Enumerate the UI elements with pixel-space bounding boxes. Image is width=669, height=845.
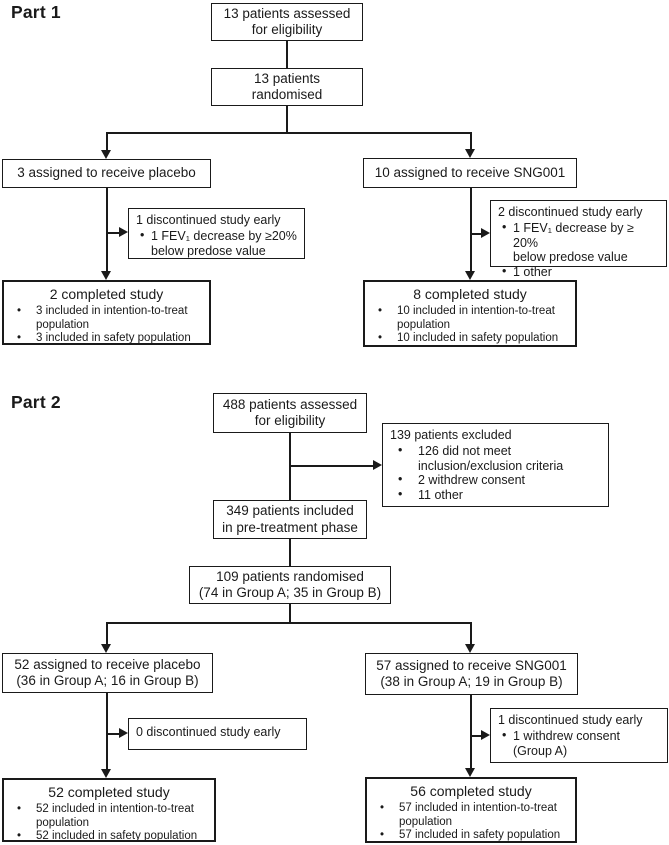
part2-placebo-completed-box: 52 completed study 52 included in intent… xyxy=(2,778,216,844)
discontinued-reason: 1 other xyxy=(497,264,660,280)
part1-sng-completed-box: 8 completed study 10 included in intenti… xyxy=(363,280,577,347)
part2-label: Part 2 xyxy=(11,392,61,412)
completed-detail: 52 included in intention-to-treat popula… xyxy=(8,803,210,831)
discontinued-title: 1 discontinued study early xyxy=(136,213,281,227)
connector-line xyxy=(289,604,291,623)
completed-title: 56 completed study xyxy=(410,783,532,799)
excluded-reason: 11 other xyxy=(389,487,602,503)
completed-detail: 3 included in intention-to-treat populat… xyxy=(8,305,205,333)
arrowhead-right xyxy=(481,730,490,740)
arrowhead-right xyxy=(119,227,128,237)
discontinued-reason: 1 FEV₁ decrease by ≥ 20% below predose v… xyxy=(497,220,660,265)
connector-line xyxy=(107,733,120,735)
discontinued-title: 2 discontinued study early xyxy=(498,205,643,219)
part2-sng-completed-box: 56 completed study 57 included in intent… xyxy=(365,777,577,843)
connector-line xyxy=(470,132,472,150)
part2-excluded-box: 139 patients excluded 126 did not meet i… xyxy=(382,423,609,507)
part2-placebo-discontinued-box: 0 discontinued study early xyxy=(128,718,307,750)
part1-sng-assigned-box: 10 assigned to receive SNG001 xyxy=(363,158,577,188)
connector-line xyxy=(106,132,471,134)
arrowhead-down xyxy=(465,271,475,280)
connector-line xyxy=(289,433,291,500)
discontinued-reason: 1 FEV₁ decrease by ≥20% below predose va… xyxy=(135,228,298,259)
discontinued-reason: 1 withdrew consent (Group A) xyxy=(497,728,661,759)
part1-placebo-assigned-box: 3 assigned to receive placebo xyxy=(2,159,211,188)
arrowhead-down xyxy=(465,768,475,777)
completed-title: 2 completed study xyxy=(49,286,164,302)
connector-line xyxy=(106,132,108,151)
part2-sng-assigned-box: 57 assigned to receive SNG001 (38 in Gro… xyxy=(365,653,578,695)
completed-title: 8 completed study xyxy=(413,286,527,302)
part2-eligibility-box: 488 patients assessed for eligibility xyxy=(213,393,367,433)
connector-line xyxy=(286,106,288,133)
connector-line xyxy=(106,622,471,624)
completed-detail: 10 included in intention-to-treat popula… xyxy=(369,305,571,333)
discontinued-title: 1 discontinued study early xyxy=(498,713,643,727)
connector-line xyxy=(107,232,120,234)
part2-pretreatment-box: 349 patients included in pre-treatment p… xyxy=(213,500,367,539)
completed-detail: 57 included in intention-to-treat popula… xyxy=(371,802,571,830)
arrowhead-right xyxy=(373,460,382,470)
discontinued-title: 0 discontinued study early xyxy=(136,725,281,739)
connector-line xyxy=(470,233,482,235)
connector-line xyxy=(470,188,472,272)
excluded-reason: 2 withdrew consent xyxy=(389,472,602,488)
arrowhead-right xyxy=(119,728,128,738)
part1-placebo-discontinued-box: 1 discontinued study early 1 FEV₁ decrea… xyxy=(128,208,305,259)
part1-eligibility-box: 13 patients assessed for eligibility xyxy=(211,3,363,41)
completed-title: 52 completed study xyxy=(48,784,170,800)
connector-line xyxy=(290,465,374,467)
part1-randomised-box: 13 patients randomised xyxy=(211,68,363,106)
part1-sng-discontinued-box: 2 discontinued study early 1 FEV₁ decrea… xyxy=(490,200,667,279)
completed-detail: 57 included in safety population xyxy=(371,829,571,843)
part1-placebo-completed-box: 2 completed study 3 included in intentio… xyxy=(2,280,211,346)
connector-line xyxy=(106,622,108,645)
connector-line xyxy=(470,695,472,768)
arrowhead-down xyxy=(465,149,475,158)
excluded-reason: 126 did not meet inclusion/exclusion cri… xyxy=(389,443,602,474)
connector-line xyxy=(106,188,108,272)
connector-line xyxy=(286,40,288,68)
connector-line xyxy=(106,693,108,770)
connector-line xyxy=(289,539,291,566)
part1-label: Part 1 xyxy=(11,2,61,22)
arrowhead-right xyxy=(481,228,490,238)
arrowhead-down xyxy=(101,150,111,159)
connector-line xyxy=(470,735,482,737)
completed-detail: 10 included in safety population xyxy=(369,332,571,346)
connector-line xyxy=(470,622,472,645)
part2-randomised-box: 109 patients randomised (74 in Group A; … xyxy=(189,566,391,604)
completed-detail: 3 included in safety population xyxy=(8,332,205,346)
arrowhead-down xyxy=(101,644,111,653)
completed-detail: 52 included in safety population xyxy=(8,830,210,844)
part2-placebo-assigned-box: 52 assigned to receive placebo (36 in Gr… xyxy=(2,653,213,693)
part2-sng-discontinued-box: 1 discontinued study early 1 withdrew co… xyxy=(490,708,668,763)
arrowhead-down xyxy=(465,644,475,653)
excluded-title: 139 patients excluded xyxy=(390,428,512,442)
arrowhead-down xyxy=(101,271,111,280)
arrowhead-down xyxy=(101,769,111,778)
